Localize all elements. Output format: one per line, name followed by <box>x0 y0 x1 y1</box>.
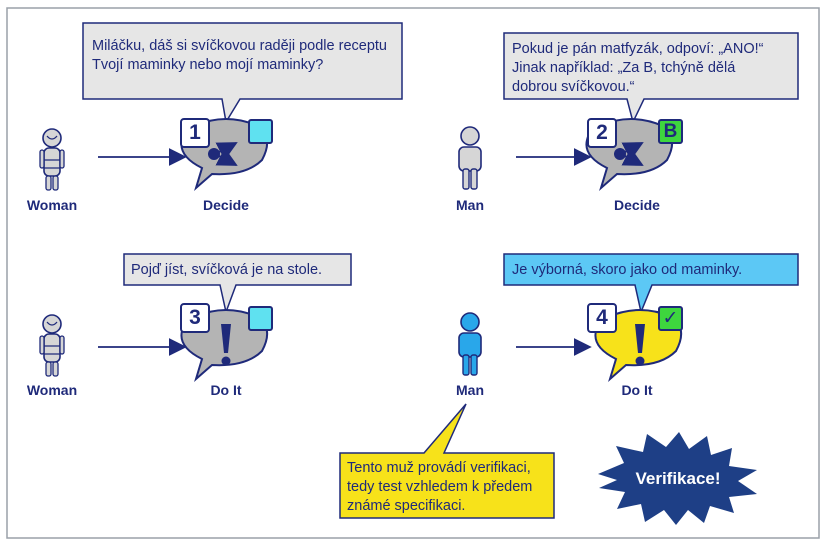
action-label-decide-1: Decide <box>203 197 249 213</box>
callout-text: Tento muž provádí verifikaci, tedy test … <box>347 460 533 514</box>
exclamation-icon <box>221 324 231 366</box>
speech-text-1: Miláčku, dáš si svíčkovou raději podle r… <box>92 38 387 73</box>
status-square-1 <box>248 119 273 144</box>
status-square-3 <box>248 306 273 331</box>
speech-text-2a: Pokud je pán matfyzák, odpoví: „ANO!“ <box>512 41 764 57</box>
action-label-doit-3: Do It <box>210 382 242 398</box>
step-number-1: 1 <box>180 118 210 148</box>
speech-text-3: Pojď jíst, svíčková je na stole. <box>131 262 323 278</box>
action-label-decide-2: Decide <box>614 197 660 213</box>
speech-text-4: Je výborná, skoro jako od maminky. <box>512 262 743 278</box>
verifikace-burst <box>598 432 757 525</box>
check-icon: ✓ <box>658 306 683 331</box>
speech-text-2b: Jinak například: „Za B, tchýně dělá dobr… <box>512 60 736 95</box>
answer-badge-b: B <box>658 119 683 144</box>
verification-callout <box>339 403 555 519</box>
actor-label-man-2: Man <box>456 197 484 213</box>
speech-bubble-4 <box>503 253 799 315</box>
actor-label-woman-3: Woman <box>26 382 78 398</box>
action-label-doit-4: Do It <box>621 382 653 398</box>
speech-bubble-2 <box>503 32 799 125</box>
decide-icon <box>614 142 644 166</box>
step-number-4: 4 <box>587 303 617 333</box>
step-number-3: 3 <box>180 303 210 333</box>
speech-bubble-3 <box>123 253 352 315</box>
step-number-2: 2 <box>587 118 617 148</box>
exclamation-icon <box>635 324 645 366</box>
actor-label-man-4: Man <box>456 382 484 398</box>
decide-icon <box>208 142 238 166</box>
verifikace-label: Verifikace! <box>635 469 721 488</box>
speech-bubble-1 <box>82 22 403 125</box>
actor-label-woman-1: Woman <box>26 197 78 213</box>
